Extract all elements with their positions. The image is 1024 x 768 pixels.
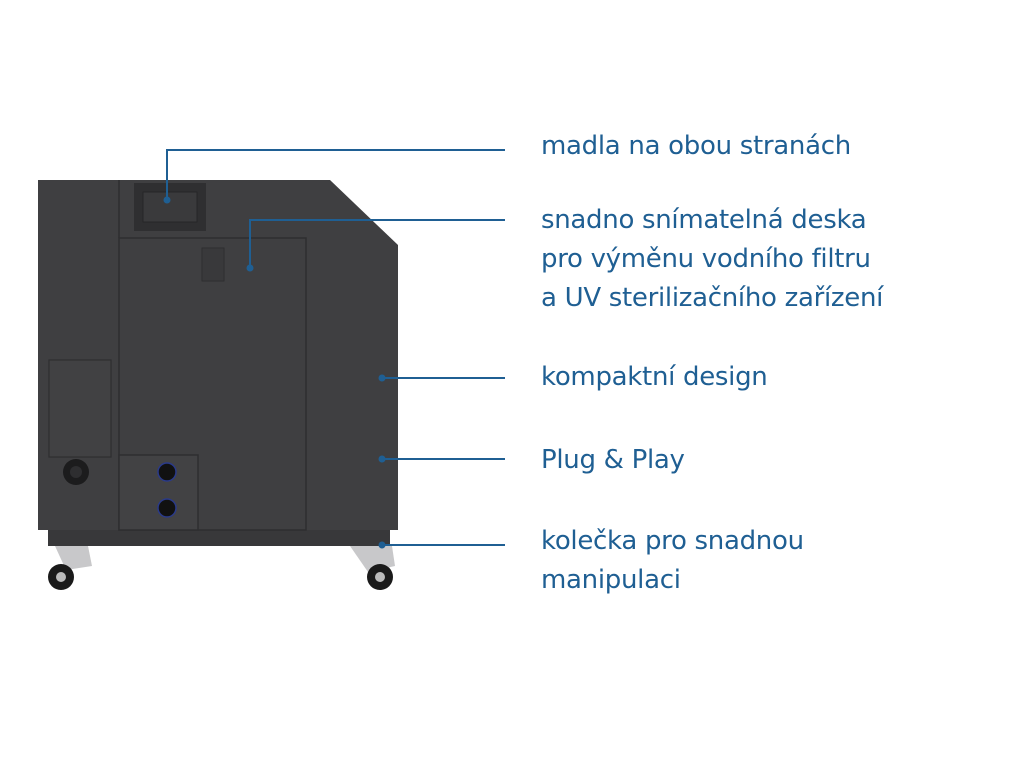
callout-dots [163, 196, 386, 549]
callout-handles: madla na obou stranách [541, 127, 851, 166]
machine-body [38, 180, 398, 546]
callout-text: kompaktní design [541, 362, 768, 392]
callout-text: Plug & Play [541, 445, 685, 475]
callout-compact-design: kompaktní design [541, 358, 768, 397]
callout-text: manipulaci [541, 565, 681, 595]
callout-wheels: kolečka pro snadnou manipulaci [541, 522, 804, 600]
callout-text: snadno snímatelná deska [541, 205, 867, 235]
callout-text: madla na obou stranách [541, 131, 851, 161]
callout-lines [166, 149, 505, 546]
callout-plug-and-play: Plug & Play [541, 441, 685, 480]
callout-text: a UV sterilizačního zařízení [541, 283, 884, 313]
wheels [48, 546, 395, 590]
ports [63, 459, 177, 518]
callout-removable-panel: snadno snímatelná deska pro výměnu vodní… [541, 201, 883, 318]
handle [134, 183, 206, 231]
callout-text: kolečka pro snadnou [541, 526, 804, 556]
callout-text: pro výměnu vodního filtru [541, 244, 871, 274]
